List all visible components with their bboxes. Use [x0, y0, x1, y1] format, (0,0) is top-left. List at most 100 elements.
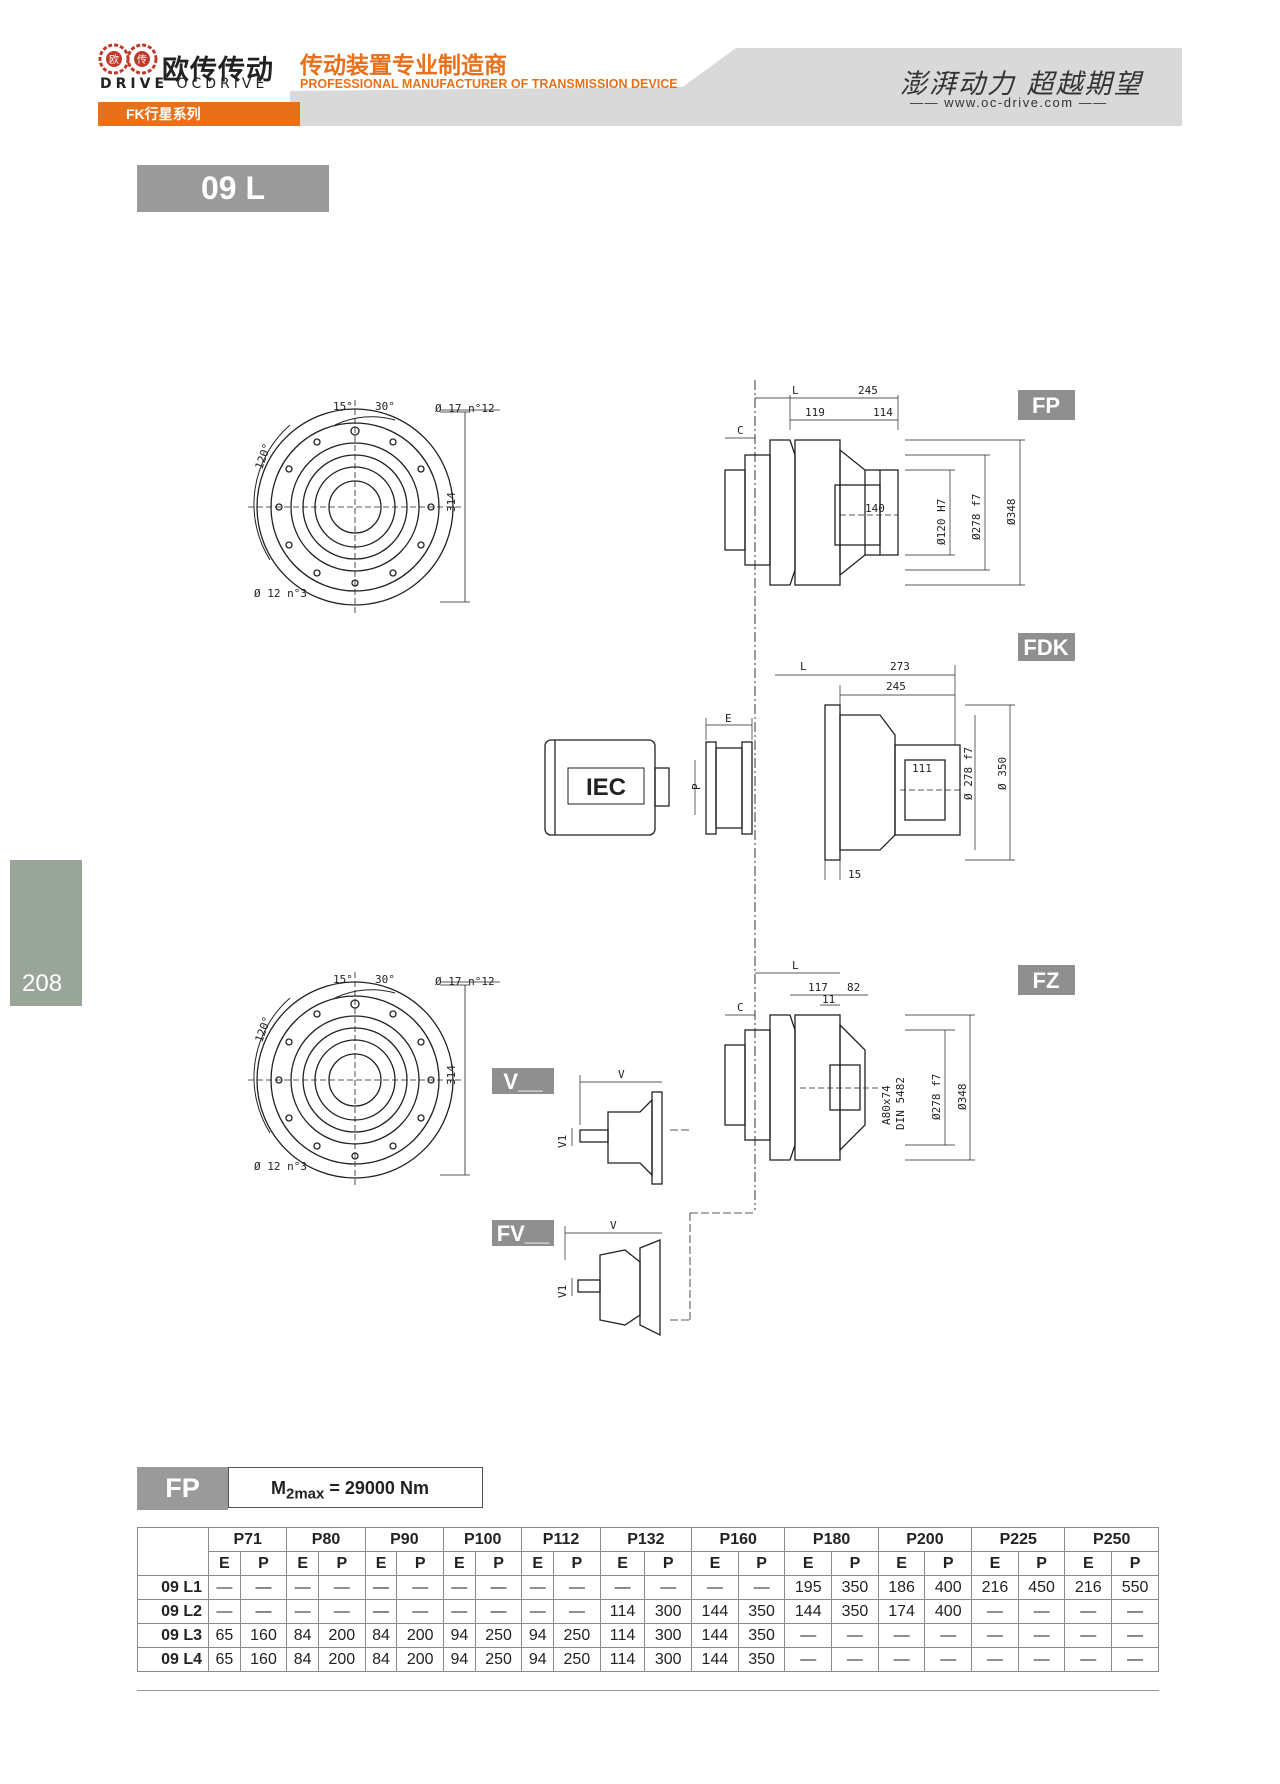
fv-tag	[492, 1220, 554, 1246]
table-cell: 250	[553, 1623, 601, 1648]
website-url: —— www.oc-drive.com ——	[910, 95, 1108, 110]
table-cell: —	[831, 1647, 879, 1672]
table-cell: —	[1017, 1647, 1066, 1672]
iec-tag	[567, 767, 645, 805]
model-title: 09 L	[137, 165, 329, 212]
table-cell: 400	[924, 1575, 973, 1600]
fz-348-label: Ø348	[956, 1084, 969, 1111]
table-cell: —	[784, 1623, 833, 1648]
logo-badge-1: 欧	[109, 54, 119, 66]
table-cell: 114	[599, 1647, 646, 1672]
v-adapter	[571, 1075, 663, 1185]
v-V-label: V	[618, 1068, 625, 1081]
table-sub-header: E	[599, 1551, 646, 1576]
fdk-278f7-label: Ø 278 f7	[962, 747, 975, 800]
table-cell: 186	[877, 1575, 926, 1600]
table-cell: 250	[553, 1647, 601, 1672]
table-cell: 350	[737, 1647, 786, 1672]
table-cell: —	[318, 1575, 366, 1600]
table-cell: 84	[364, 1623, 398, 1648]
table-cell: 144	[784, 1599, 833, 1624]
table-cell: —	[971, 1599, 1019, 1624]
table-group-header: P160	[691, 1527, 786, 1552]
table-cell: —	[877, 1623, 926, 1648]
angle-30-label: 30°	[375, 400, 395, 413]
page-number: 208	[22, 970, 63, 997]
table-sub-header: E	[443, 1551, 476, 1576]
fz-C-label: C	[737, 1001, 744, 1014]
table-sub-header: E	[521, 1551, 555, 1576]
fp-119-label: 119	[805, 406, 825, 419]
fz-tag-label: FZ	[1033, 968, 1060, 993]
table-sub-header: E	[364, 1551, 398, 1576]
dim-314-label: 314	[445, 492, 458, 512]
table-cell: 450	[1017, 1575, 1066, 1600]
table-cell: —	[1017, 1623, 1066, 1648]
table-cell: —	[1064, 1647, 1113, 1672]
table-cell: —	[474, 1575, 523, 1600]
table-cell: 200	[396, 1647, 445, 1672]
table-cell: 195	[784, 1575, 833, 1600]
table-cell: 216	[1064, 1575, 1113, 1600]
angle-15-label-b: 15°	[333, 973, 353, 986]
table-group-header: P250	[1064, 1527, 1159, 1552]
fv-tag-label: FV__	[497, 1221, 550, 1246]
table-row-label: 09 L3	[137, 1623, 209, 1648]
fdk-tag	[1018, 633, 1075, 661]
fdk-E-label: E	[725, 712, 732, 725]
table-cell: —	[443, 1575, 476, 1600]
table-cell: 400	[924, 1599, 973, 1624]
fv-V-label: V	[610, 1219, 617, 1232]
side-tab	[10, 860, 82, 1006]
table-sub-header: P	[396, 1551, 445, 1576]
table-cell: 160	[239, 1647, 288, 1672]
table-cell: 65	[208, 1623, 241, 1648]
table-row-label: 09 L4	[137, 1647, 209, 1672]
table-cell: —	[1111, 1647, 1159, 1672]
table-cell: —	[474, 1599, 523, 1624]
table-cell: —	[691, 1575, 739, 1600]
v-V1-label: V1	[556, 1135, 569, 1148]
fdk-111-label: 111	[912, 762, 932, 775]
table-cell: —	[599, 1575, 646, 1600]
table-cell: 94	[443, 1623, 476, 1648]
table-cell: —	[1111, 1623, 1159, 1648]
table-cell: 300	[644, 1647, 693, 1672]
table-cell: 114	[599, 1623, 646, 1648]
table-corner-cell	[137, 1527, 209, 1576]
table-cell: —	[1017, 1599, 1066, 1624]
fz-11-label: 11	[822, 993, 835, 1006]
table-cell: 300	[644, 1599, 693, 1624]
fp-L-label: L	[792, 384, 799, 397]
flange-front-view-top	[248, 400, 500, 614]
table-cell: 216	[971, 1575, 1019, 1600]
fdk-350-label: Ø 350	[996, 757, 1009, 790]
table-row-label: 09 L2	[137, 1599, 209, 1624]
table-cell: —	[364, 1599, 398, 1624]
table-cell: —	[924, 1623, 973, 1648]
iec-tag-label: IEC	[586, 774, 626, 801]
table-sub-header: P	[474, 1551, 523, 1576]
table-cell: —	[1111, 1599, 1159, 1624]
series-label: FK行星系列	[98, 102, 300, 126]
v-tag-label: V__	[503, 1069, 543, 1094]
table-cell: 350	[737, 1599, 786, 1624]
iec-motor	[544, 718, 753, 836]
logo-gear-icon: 欧 传	[98, 43, 158, 75]
table-sub-header: E	[877, 1551, 926, 1576]
table-group-header: P80	[286, 1527, 366, 1552]
footer-rule	[137, 1690, 1159, 1691]
table-cell: —	[924, 1647, 973, 1672]
table-cell: —	[364, 1575, 398, 1600]
table-cell: 94	[521, 1623, 555, 1648]
table-sub-header: E	[971, 1551, 1019, 1576]
table-sub-header: E	[691, 1551, 739, 1576]
angle-15-label: 15°	[333, 400, 353, 413]
table-cell: —	[553, 1599, 601, 1624]
slogan: 澎湃动力 超越期望	[900, 69, 1143, 100]
table-cell: —	[396, 1575, 445, 1600]
table-cell: 144	[691, 1599, 739, 1624]
table-group-header: P90	[364, 1527, 445, 1552]
